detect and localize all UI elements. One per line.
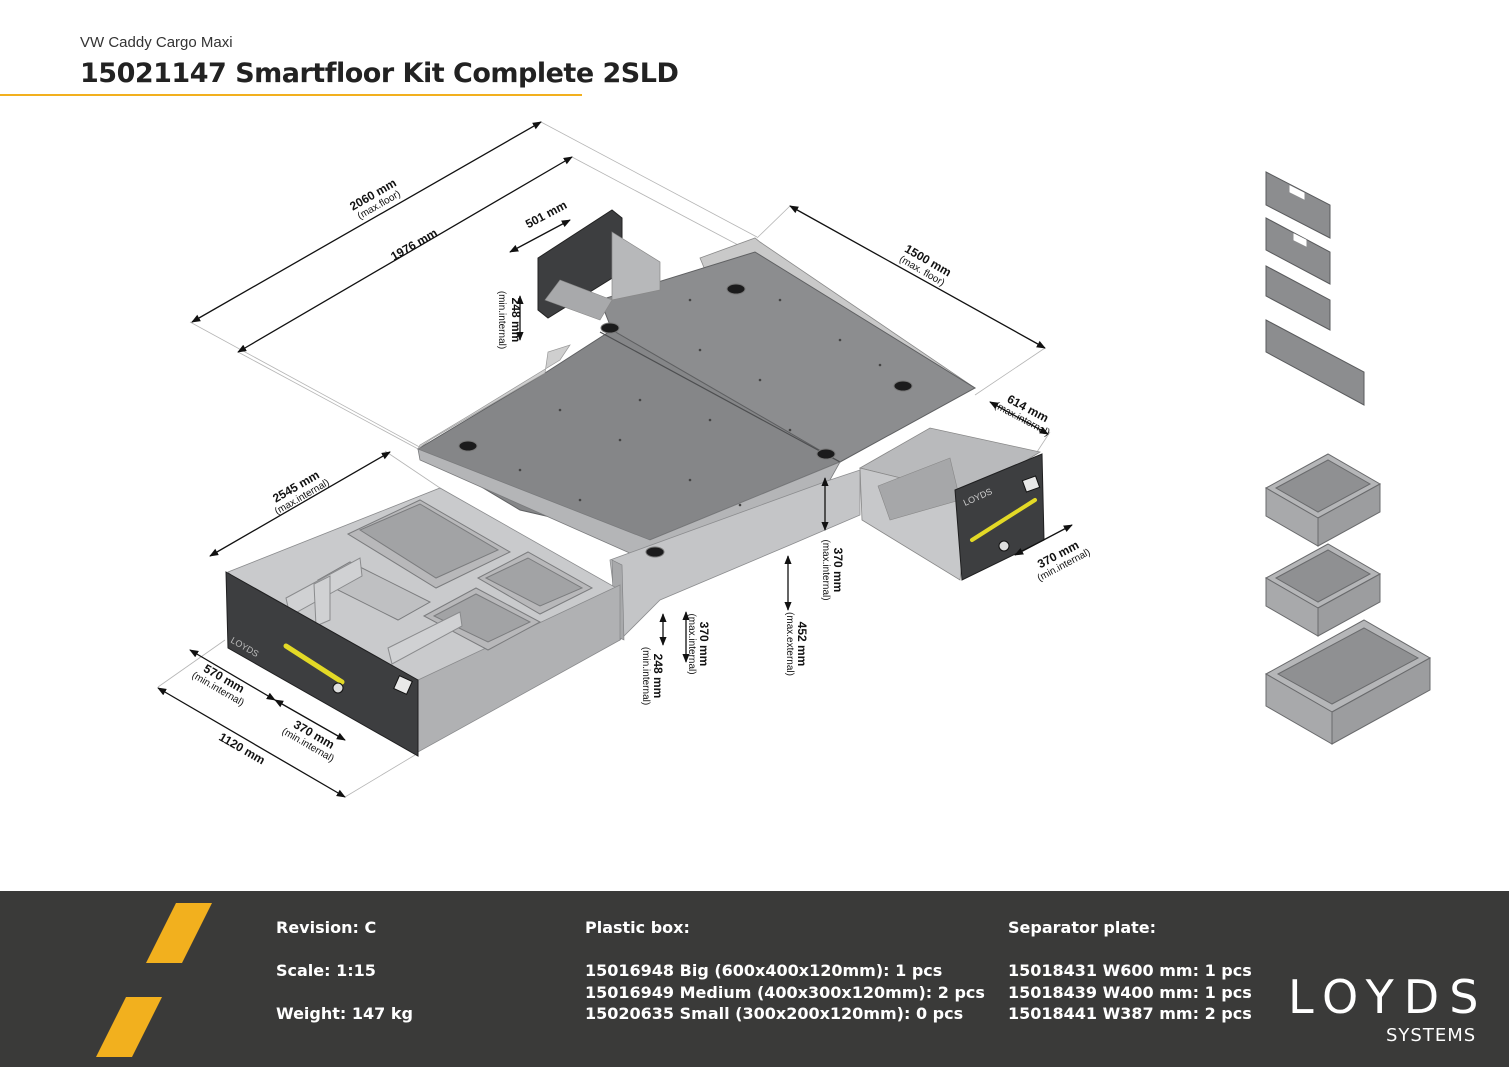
dim-370a-value: 370 mm <box>831 548 845 593</box>
dim-248a-value: 248 mm <box>509 298 523 343</box>
right-drawer-lock-icon <box>998 540 1010 552</box>
right-drawer-badge <box>1021 475 1041 493</box>
scale-label: Scale: 1:15 <box>276 961 376 980</box>
left-drawer-handle <box>283 643 345 685</box>
extension-lines <box>157 121 1051 798</box>
left-drawer-lock-icon <box>332 682 344 694</box>
plastic-box-line: 15016948 Big (600x400x120mm): 1 pcs <box>585 961 943 980</box>
plastic-boxes-in-drawer <box>316 499 594 651</box>
dimension-lines <box>157 121 1073 798</box>
separator-line: 15018431 W600 mm: 1 pcs <box>1008 961 1252 980</box>
plastic-box-samples <box>1264 453 1432 745</box>
dim-370a-note: (max.internal) <box>820 539 831 600</box>
dim-1976-value: 1976 mm <box>388 226 439 264</box>
plastic-box-medium <box>1264 543 1382 637</box>
left-drawer: LOYDS <box>225 487 621 757</box>
plastic-box-heading: Plastic box: <box>585 918 690 937</box>
separator-line: 15018441 W387 mm: 2 pcs <box>1008 1004 1252 1023</box>
dim-370c-note: (max.internal) <box>686 613 697 674</box>
page-title: 15021147 Smartfloor Kit Complete 2SLD <box>80 58 679 89</box>
technical-drawing: LOYDS LOYDS <box>157 121 1432 798</box>
dim-501-value: 501 mm <box>523 198 569 231</box>
loyds-logo-subtitle: SYSTEMS <box>1386 1025 1477 1046</box>
right-drawer-handle <box>970 498 1037 542</box>
plastic-box-big <box>1264 619 1432 745</box>
dim-248b-note: (min.internal) <box>640 647 651 705</box>
revision-label: Revision: C <box>276 918 377 937</box>
dim-248a-note: (min.internal) <box>496 291 507 349</box>
plastic-box-line: 15016949 Medium (400x300x120mm): 2 pcs <box>585 983 985 1002</box>
dim-452-value: 452 mm <box>795 622 809 667</box>
plastic-box-small <box>1264 453 1382 547</box>
dim-1120-value: 1120 mm <box>217 730 268 767</box>
dim-248b-value: 248 mm <box>651 654 665 699</box>
loyds-logo: LOYDS <box>1288 970 1489 1024</box>
separator-plates <box>1265 171 1365 406</box>
dim-452-note: (max.external) <box>784 612 795 676</box>
separator-line: 15018439 W400 mm: 1 pcs <box>1008 983 1252 1002</box>
dim-370c-value: 370 mm <box>697 622 711 667</box>
separator-heading: Separator plate: <box>1008 918 1157 937</box>
weight-label: Weight: 147 kg <box>276 1004 413 1023</box>
right-drawer: LOYDS <box>858 427 1045 581</box>
vehicle-subtitle: VW Caddy Cargo Maxi <box>80 34 233 51</box>
plastic-box-line: 15020635 Small (300x200x120mm): 0 pcs <box>585 1004 964 1023</box>
brand-stripes-icon <box>96 903 212 1057</box>
title-underline <box>0 94 582 96</box>
footer-panel <box>0 891 1509 1067</box>
left-drawer-badge <box>393 675 413 695</box>
